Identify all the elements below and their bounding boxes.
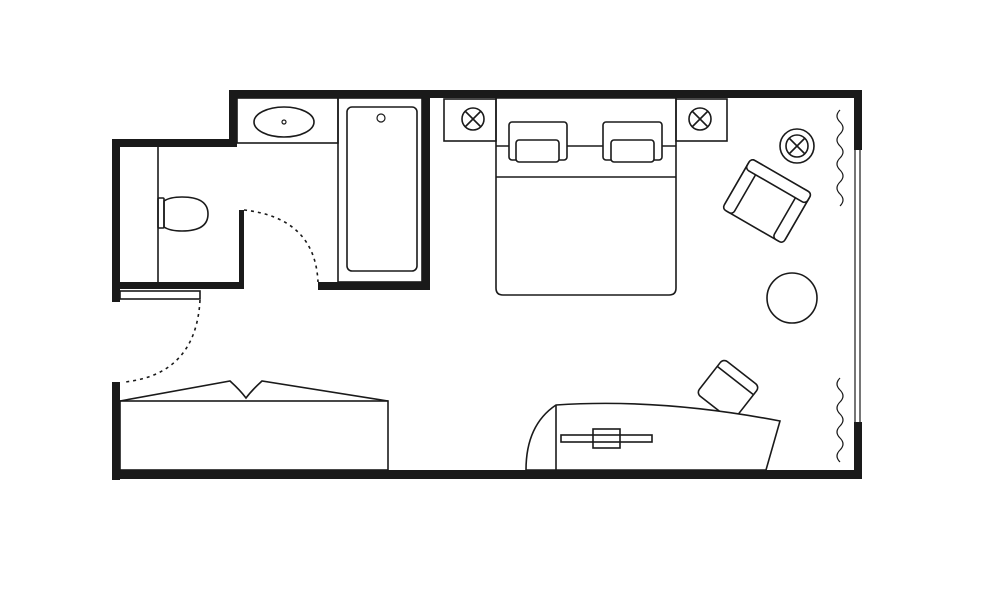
bathtub-frame	[337, 97, 423, 283]
toilet-icon	[157, 196, 209, 232]
wall-right-top	[854, 90, 862, 150]
wall-bottom	[112, 470, 862, 479]
desk-lamp-bar	[560, 434, 653, 443]
wall-toilet-top	[112, 139, 237, 147]
entry-door-swing	[124, 299, 201, 383]
bathroom	[157, 97, 423, 283]
bathtub-icon	[346, 106, 418, 272]
bathtub-drain-icon	[376, 113, 386, 123]
wall-toilet-bottom	[112, 282, 243, 289]
wall-bath-step-vertical	[229, 90, 237, 147]
pillow-right-inner	[610, 139, 655, 163]
armchair-icon	[722, 159, 812, 243]
curtain-top-icon	[836, 109, 844, 207]
pillow-left-inner	[515, 139, 560, 163]
wardrobe-body	[119, 400, 389, 471]
bedside-table-left	[443, 98, 497, 142]
double-bed	[495, 97, 677, 296]
wall-left-lower	[112, 382, 120, 480]
wall-bath-bottom	[318, 282, 430, 290]
wall-right-bottom	[854, 422, 862, 479]
sink-drain-icon	[281, 119, 287, 125]
curtain-bottom-icon	[836, 377, 844, 463]
walls	[112, 90, 862, 480]
bathroom-door-swing	[243, 209, 319, 283]
bathroom-sink-icon	[253, 106, 315, 138]
entry-door-leaf	[119, 290, 201, 300]
wardrobe	[119, 380, 389, 471]
desk-top	[525, 402, 782, 471]
lamp-right-icon	[688, 107, 712, 131]
wall-bath-right	[422, 90, 430, 290]
desk	[525, 402, 782, 471]
wall-top	[229, 90, 862, 98]
bedroom	[443, 97, 818, 471]
desk-lamp-base	[592, 428, 621, 449]
floor-lamp-icon	[779, 128, 815, 164]
wardrobe-doors-open	[119, 380, 389, 402]
bedside-table-right	[675, 98, 728, 142]
window	[854, 150, 861, 422]
desk-chair-icon	[697, 359, 759, 421]
wall-left-upper	[112, 139, 120, 302]
lamp-left-icon	[461, 107, 485, 131]
round-side-table	[766, 272, 818, 324]
entry-door	[119, 290, 201, 383]
wall-bath-door-jamb	[239, 210, 244, 289]
